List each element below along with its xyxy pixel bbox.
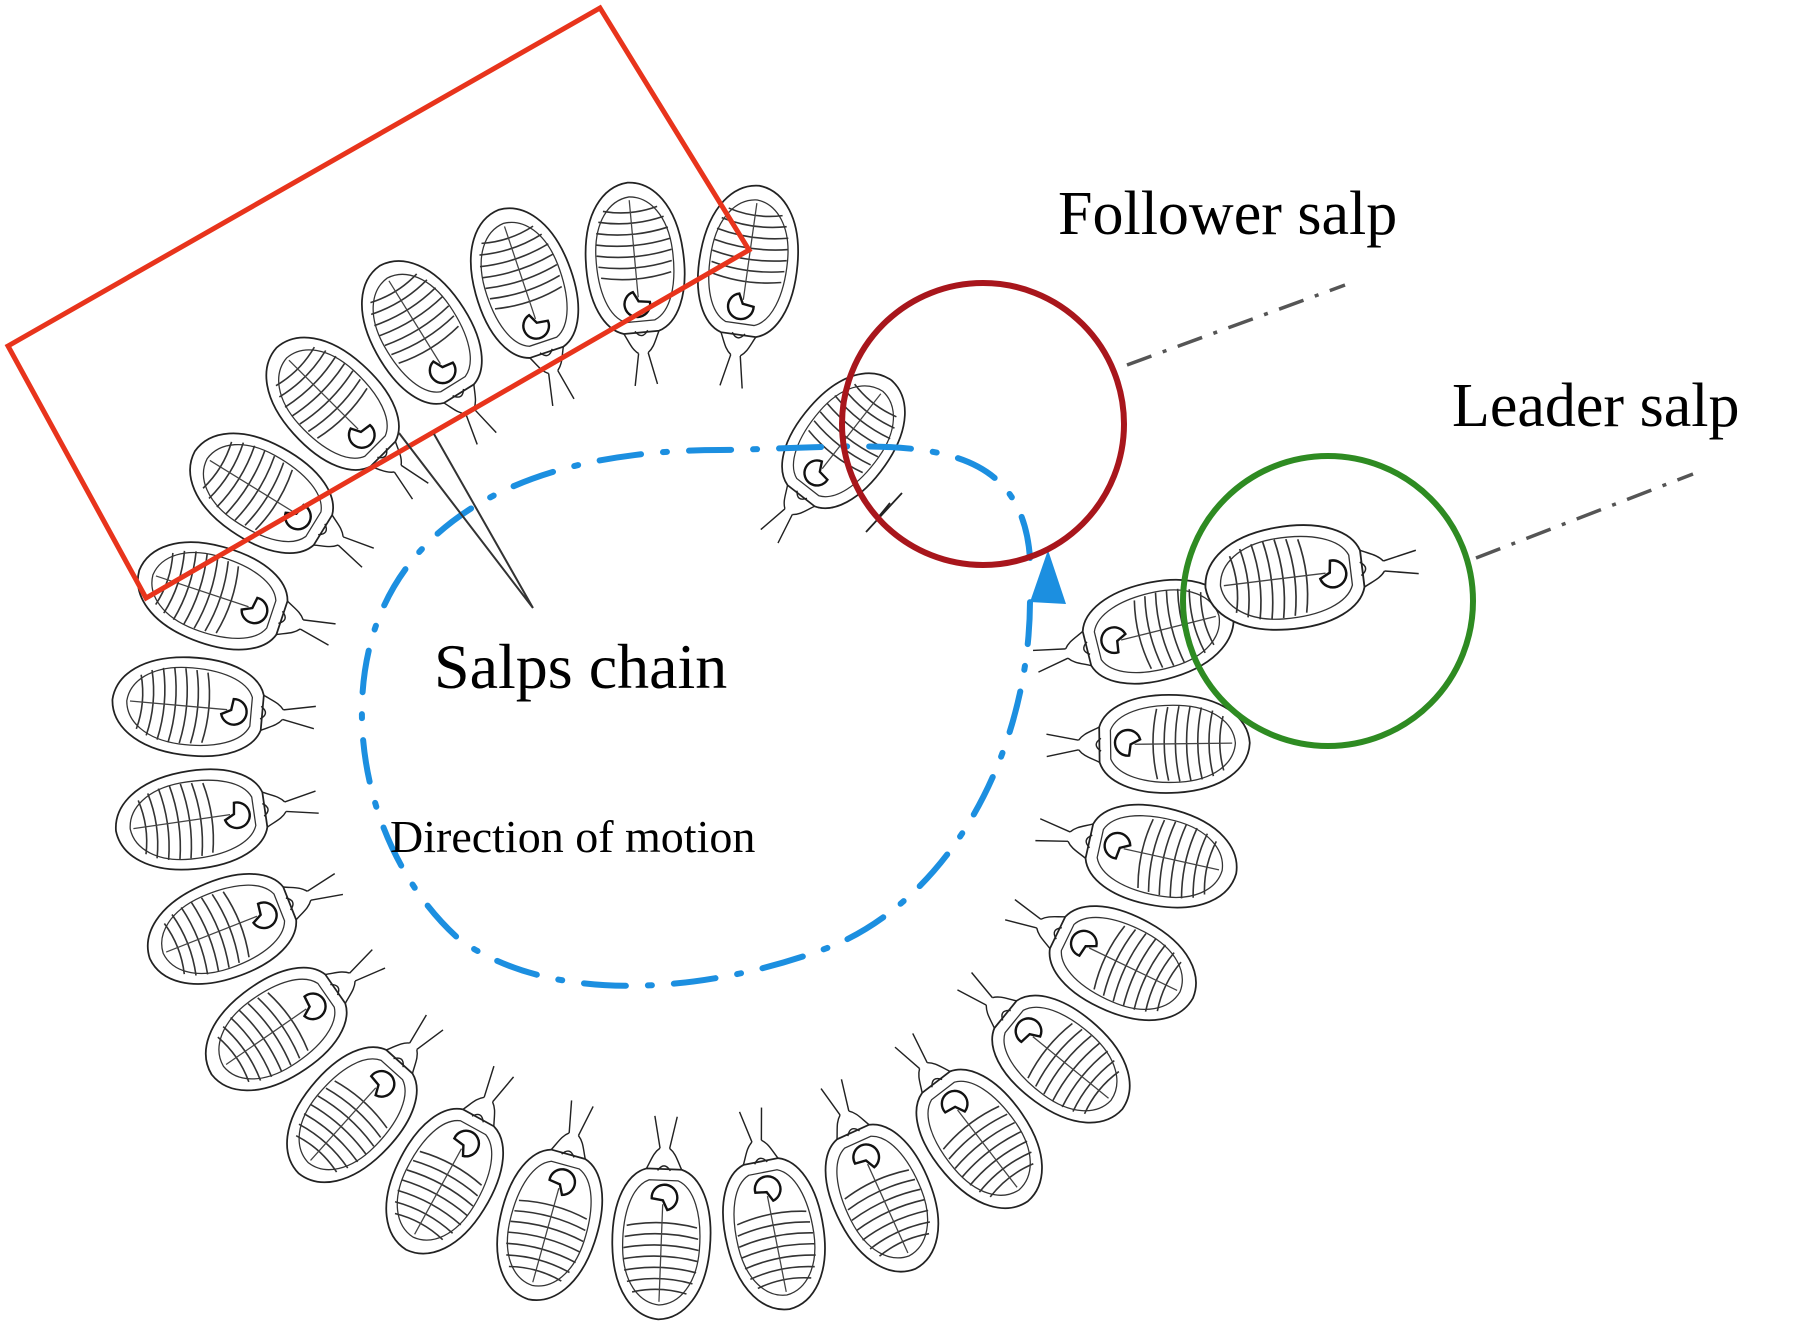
direction-of-motion-label: Direction of motion	[390, 811, 755, 862]
ring-salp	[701, 1099, 839, 1320]
direction-arrow-icon	[1030, 550, 1066, 604]
ring-salp	[107, 752, 326, 881]
chain-highlight-box	[4, 4, 753, 602]
follower-circle	[839, 280, 1127, 568]
ring-salp	[1025, 780, 1249, 923]
follower-salp	[730, 349, 931, 567]
leader-salp-label: Leader salp	[1452, 372, 1739, 440]
ring-salp	[451, 192, 612, 420]
ring-salp	[577, 176, 697, 391]
ring-salp	[608, 1113, 717, 1323]
leader-leader-line	[1475, 472, 1694, 560]
salp-ring	[106, 176, 1252, 1323]
salps-chain-label: Salps chain	[434, 631, 727, 702]
ring-salp	[106, 649, 321, 768]
leader-circle	[1180, 453, 1476, 749]
motion-path	[358, 443, 1033, 989]
ring-salp	[1044, 692, 1252, 796]
follower-leader-line	[1126, 283, 1346, 367]
follower-salp-label: Follower salp	[1058, 180, 1397, 248]
chain-pointer-lines	[398, 432, 534, 609]
ring-salp	[479, 1089, 631, 1314]
leader-salp	[1197, 509, 1425, 641]
ring-salp	[681, 177, 810, 395]
